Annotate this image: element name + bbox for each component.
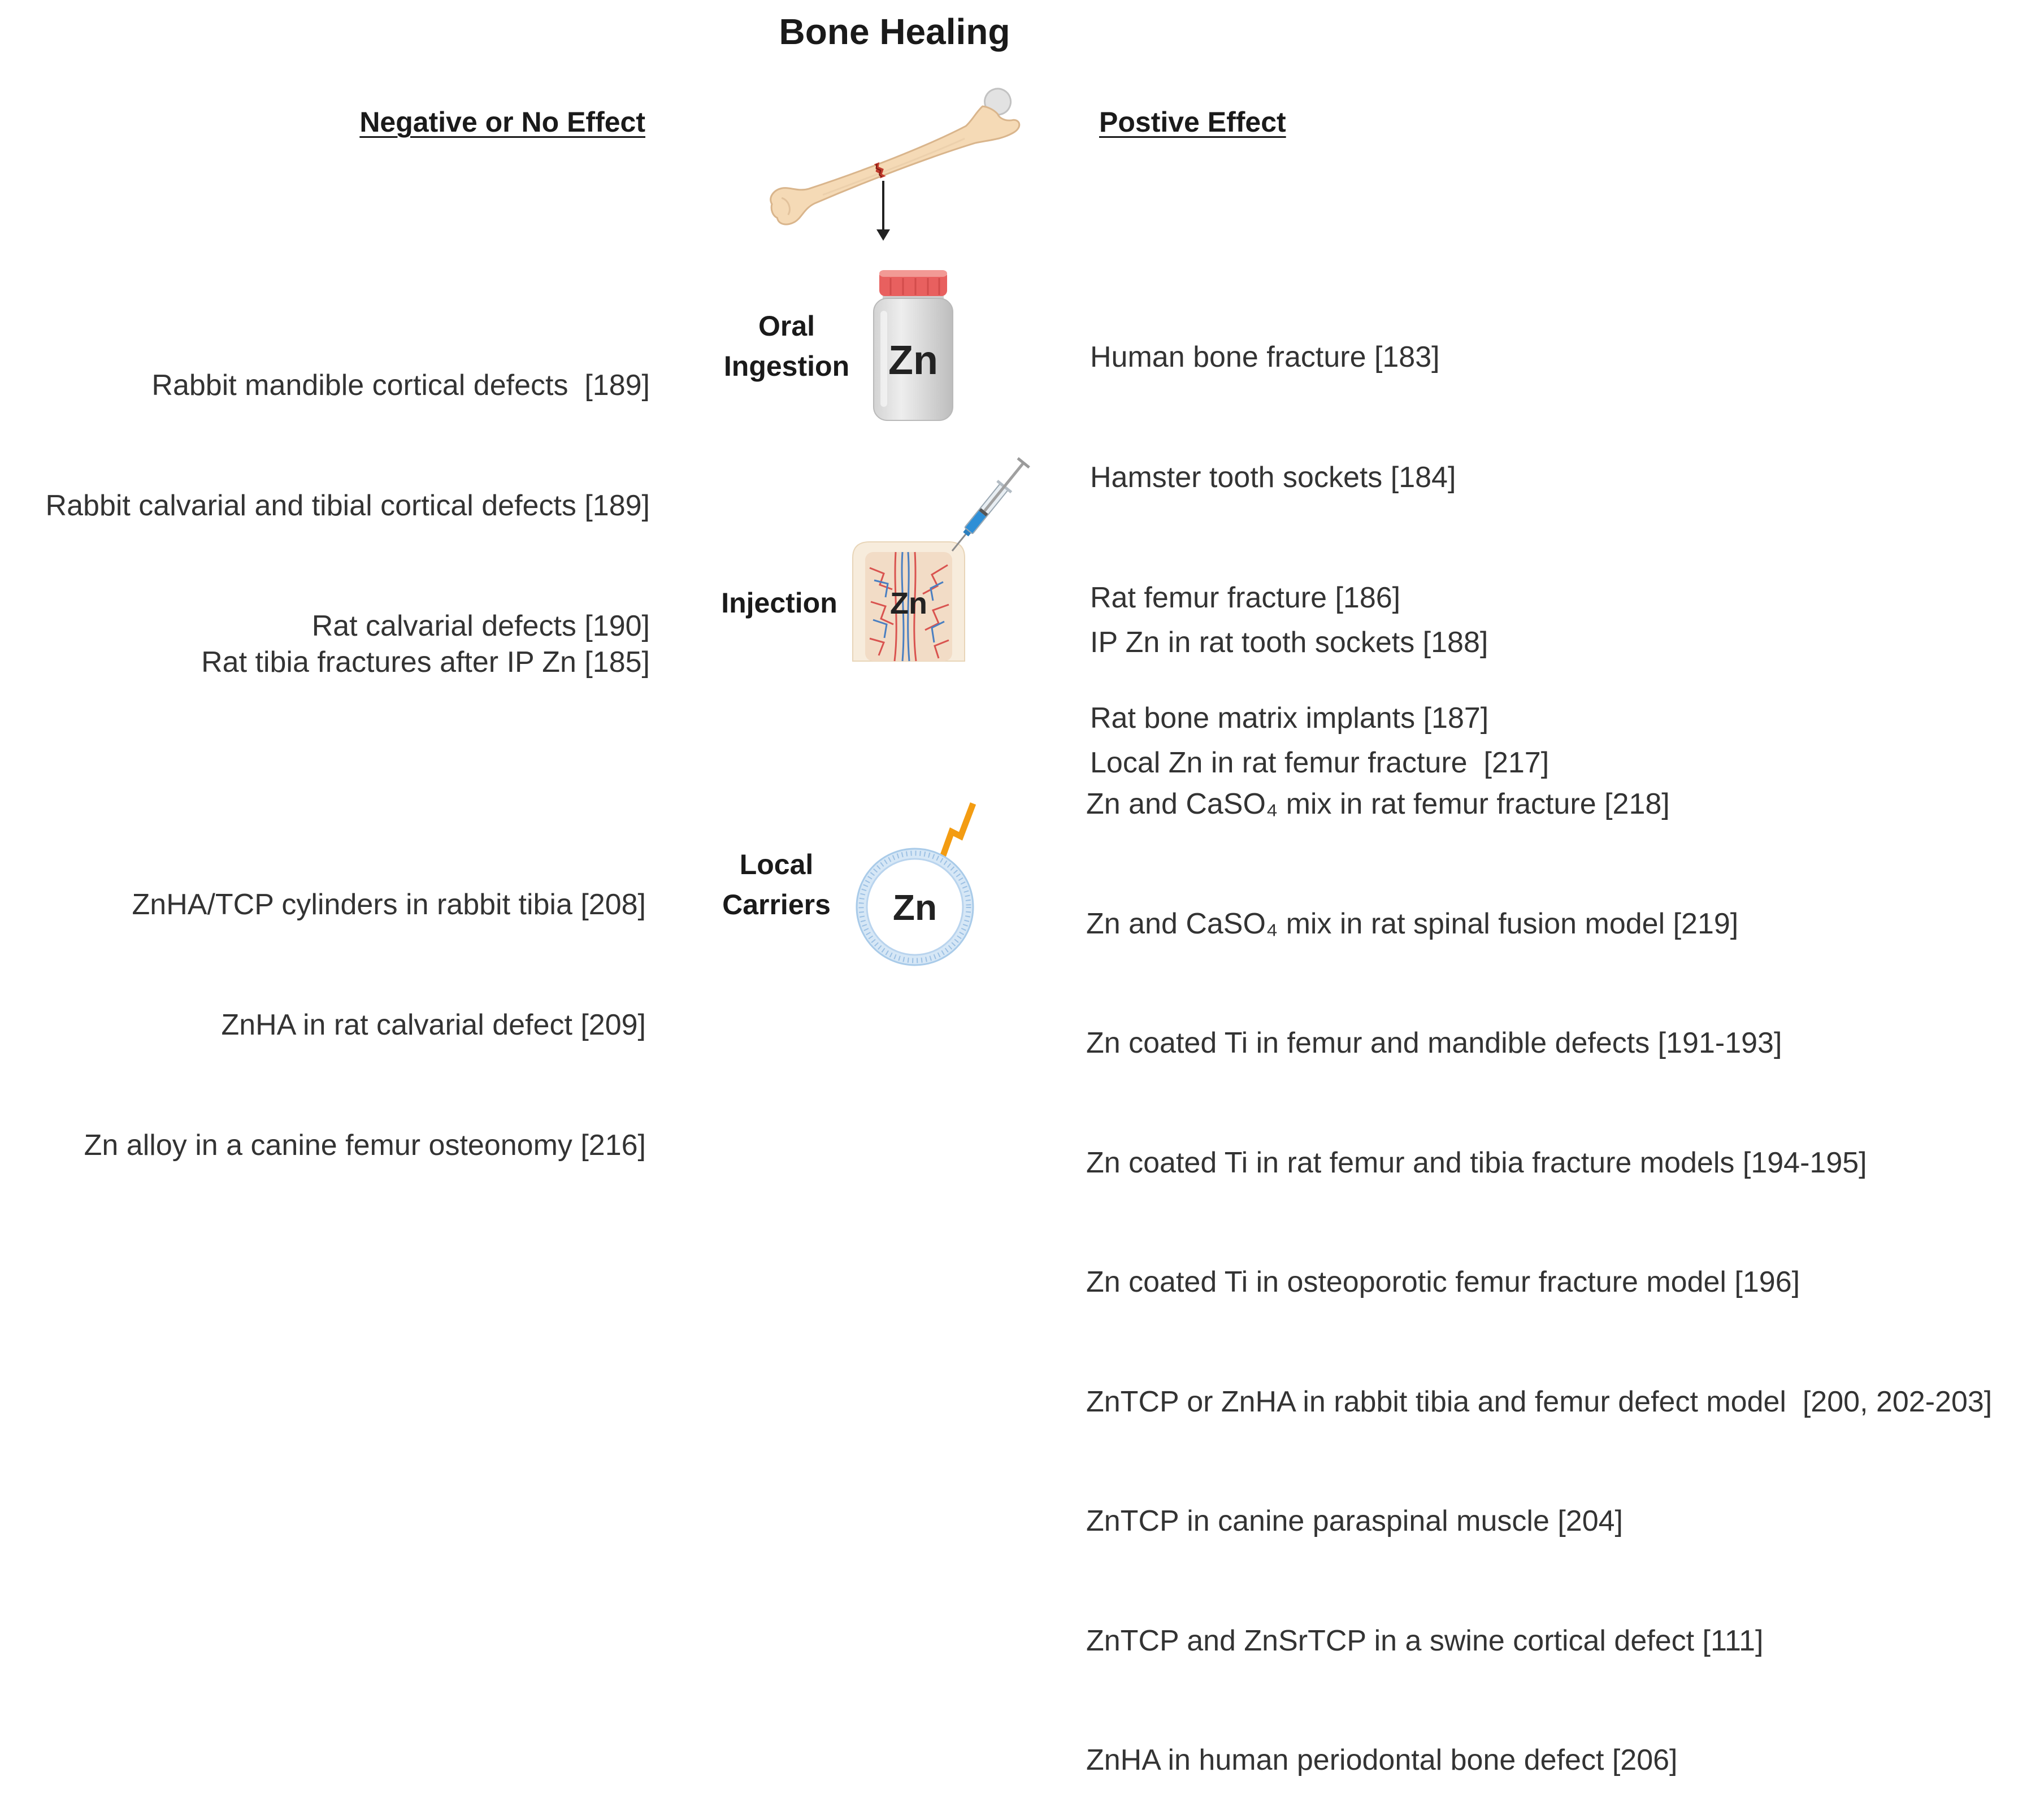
positive-finding-item: ZnTCP or ZnHA in rabbit tibia and femur … [1086,1385,1993,1418]
plunger [983,462,1025,512]
zinc-symbol: Zn [890,587,927,620]
zinc-symbol: Zn [893,887,937,928]
local-carriers-label: Local Carriers [686,845,867,925]
negative-finding-item: Rat calvarial defects [190] [311,610,650,642]
positive-effect-heading: Postive Effect [1099,106,1286,138]
positive-finding-item: ZnTCP in canine paraspinal muscle [204] [1086,1505,1623,1537]
positive-finding-item: ZnTCP and ZnSrTCP in a swine cortical de… [1086,1624,1764,1657]
positive-finding-item: Zn and CaSO₄ mix in rat spinal fusion mo… [1086,907,1739,940]
negative-finding-item: ZnHA/TCP cylinders in rabbit tibia [208] [132,888,646,921]
local-carriers-positive-list: Zn and CaSO₄ mix in rat femur fracture [… [1086,705,1992,1820]
negative-finding-item: Rabbit mandible cortical defects [189] [151,369,650,402]
positive-finding-item: Zn coated Ti in osteoporotic femur fract… [1086,1266,1800,1298]
syringe-icon [951,457,1030,551]
negative-effect-heading: Negative or No Effect [359,106,645,138]
bottle-body [873,298,953,421]
negative-finding-item: Zn alloy in a canine femur osteonomy [21… [84,1129,646,1162]
positive-finding-item: Local Zn in rat femur fracture [217] [1090,746,1549,779]
femur-shaft [770,105,1021,225]
injection-negative-list: Rat tibia fractures after IP Zn [185] [201,562,650,723]
positive-finding-item: IP Zn in rat tooth sockets [188] [1090,626,1488,659]
figure-title: Bone Healing [779,11,1010,52]
oral-ingestion-label: Oral Ingestion [696,306,877,386]
oral-negative-list: Rabbit mandible cortical defects [189] R… [46,285,650,687]
supplement-bottle-icon: Zn [873,270,953,421]
positive-finding-item: Human bone fracture [183] [1090,341,1440,373]
positive-finding-item: Rat bone matrix implants [187] [1090,702,1489,735]
carrier-sphere-icon: Zn [856,802,976,966]
needle [951,532,967,551]
label-line: Local [739,849,814,880]
label-line: Injection [721,587,837,619]
label-line: Carriers [722,889,831,920]
injection-label: Injection [689,583,870,623]
bone-injection-icon: Zn [852,541,965,662]
positive-finding-item: Hamster tooth sockets [184] [1090,461,1456,494]
zinc-symbol: Zn [888,338,938,383]
label-line: Ingestion [723,350,850,382]
down-arrow-icon [876,181,890,241]
blue-vessel-network [873,551,945,662]
positive-finding-item: Zn coated Ti in rat femur and tibia frac… [1086,1146,1867,1179]
local-carriers-negative-list: ZnHA/TCP cylinders in rabbit tibia [208]… [84,805,646,1206]
lightning-bolt-icon [938,802,976,861]
fractured-femur-icon [770,88,1021,225]
carrier-core [866,858,964,956]
positive-finding-item: Zn and CaSO₄ mix in rat femur fracture [… [1086,788,1670,820]
positive-finding-item: ZnHA in human periodontal bone defect [2… [1086,1744,1678,1776]
injection-positive-list: IP Zn in rat tooth sockets [188] Local Z… [1090,542,1549,823]
negative-finding-item: ZnHA in rat calvarial defect [209] [221,1009,646,1041]
positive-finding-item: Rat femur fracture [186] [1090,581,1401,614]
negative-finding-item: Rabbit calvarial and tibial cortical def… [45,489,650,522]
red-vessel-network [869,551,949,662]
label-line: Oral [758,310,815,342]
negative-finding-item: Rat tibia fractures after IP Zn [185] [201,646,650,679]
oral-positive-list: Human bone fracture [183] Hamster tooth … [1090,257,1488,779]
positive-finding-item: Zn coated Ti in femur and mandible defec… [1086,1027,1782,1059]
